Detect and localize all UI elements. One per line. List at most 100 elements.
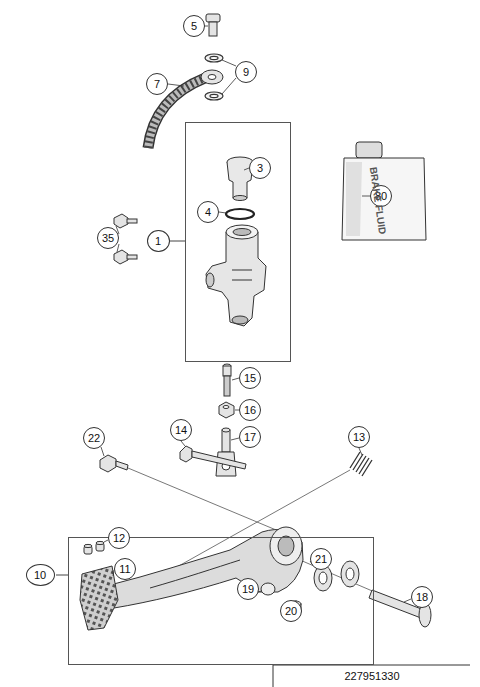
brake-fluid-bottle (356, 142, 382, 158)
leader-line (181, 441, 185, 446)
group-bracket (169, 241, 185, 242)
sealing-washer (205, 92, 223, 100)
bearing (341, 561, 359, 587)
callout-number: 5 (191, 21, 197, 32)
leader-line (205, 26, 208, 27)
leader-line (231, 438, 239, 440)
sealing-washer (205, 54, 223, 62)
callout-number: 14 (175, 425, 187, 436)
sealing-washer (210, 94, 218, 97)
callout-number: 4 (197, 201, 219, 223)
clevis-bolt (192, 451, 246, 469)
leader-line (359, 448, 362, 455)
callout-number: 19 (242, 584, 254, 595)
pivot-pin (369, 590, 431, 627)
leader-line (404, 599, 411, 602)
callout-number: 20 (280, 600, 302, 622)
brake-pedal (150, 560, 240, 588)
callout-number: 9 (243, 67, 249, 78)
callout-number: 15 (239, 367, 261, 389)
mounting-screw (127, 219, 137, 223)
callout-number: 18 (411, 586, 433, 608)
master-cylinder (232, 270, 252, 280)
banjo-bolt (206, 14, 220, 36)
brake-hose (148, 78, 205, 148)
callout-number: 3 (249, 157, 271, 179)
bearing (346, 568, 354, 580)
callout-number: 35 (97, 227, 119, 249)
group-bracket (56, 241, 185, 575)
title-block-line (273, 665, 470, 687)
callout-number: 22 (83, 427, 105, 449)
callout-number: 35 (102, 233, 114, 244)
brake-hose (148, 78, 205, 148)
hex-nut (219, 402, 234, 418)
callout-number: 12 (113, 533, 125, 544)
drawing-number: 227951330 (344, 670, 399, 682)
pedal-step (80, 566, 118, 630)
banjo-bolt (209, 22, 217, 36)
rubber-plug (84, 541, 104, 554)
leader-line (222, 60, 236, 66)
callout-number: 17 (239, 426, 261, 448)
callout-number: 18 (416, 592, 428, 603)
rubber-plug (84, 544, 92, 547)
brake-hose (201, 70, 223, 84)
sealing-washer (210, 56, 218, 59)
fork-head (222, 430, 230, 452)
fork-head (222, 428, 230, 432)
master-cylinder (232, 316, 248, 324)
leader-line (101, 26, 411, 602)
master-cylinder (206, 232, 266, 326)
leader-line (117, 244, 119, 252)
group-bracket (56, 575, 68, 576)
leader-line (219, 212, 226, 213)
callout-number: 14 (170, 419, 192, 441)
group-frame: 101211192120 (68, 537, 374, 665)
callout-number: 22 (88, 433, 100, 444)
brake-pedal (261, 583, 275, 595)
brake-fluid-bottle (342, 142, 426, 240)
master-cylinder (206, 273, 214, 287)
brake-fluid-bottle (346, 162, 362, 236)
callout-number: 16 (239, 399, 261, 421)
mounting-screw (114, 250, 128, 264)
pivot-bolt (116, 461, 128, 470)
leader-line (101, 447, 104, 456)
callout-number: 13 (353, 432, 365, 443)
pedal-step (80, 566, 118, 630)
mounting-screw (127, 255, 137, 259)
brake-pedal (110, 527, 303, 608)
hex-nut (219, 402, 234, 418)
o-ring (226, 209, 254, 219)
mounting-screw (114, 214, 128, 228)
master-cylinder (226, 225, 258, 239)
callout-number: 12 (108, 527, 130, 549)
push-rod (224, 376, 230, 396)
callout-number: 17 (244, 432, 256, 443)
callout-number: 7 (146, 73, 168, 95)
reservoir-connector (233, 196, 247, 201)
callout-number: 3 (257, 163, 263, 174)
callout-number: 11 (114, 558, 136, 580)
return-spring (350, 452, 372, 476)
callout-number: 11 (119, 564, 130, 575)
callout-number: 21 (315, 554, 327, 565)
clevis-bolt (180, 446, 246, 469)
group-frame: 134 (185, 122, 291, 362)
callout-number: 7 (154, 79, 160, 90)
callout-number: 5 (183, 15, 205, 37)
return-spring (350, 452, 372, 476)
callout-number: 1 (147, 230, 170, 252)
master-cylinder (233, 229, 251, 236)
brake-fluid-bottle (342, 158, 426, 240)
callout-number: 15 (244, 373, 256, 384)
rubber-plug (96, 541, 104, 544)
bearing (319, 572, 327, 584)
hex-nut (223, 406, 229, 409)
push-rod (223, 364, 231, 396)
push-rod (223, 366, 231, 376)
callout-number: 16 (244, 405, 256, 416)
brake-hose (208, 75, 216, 80)
